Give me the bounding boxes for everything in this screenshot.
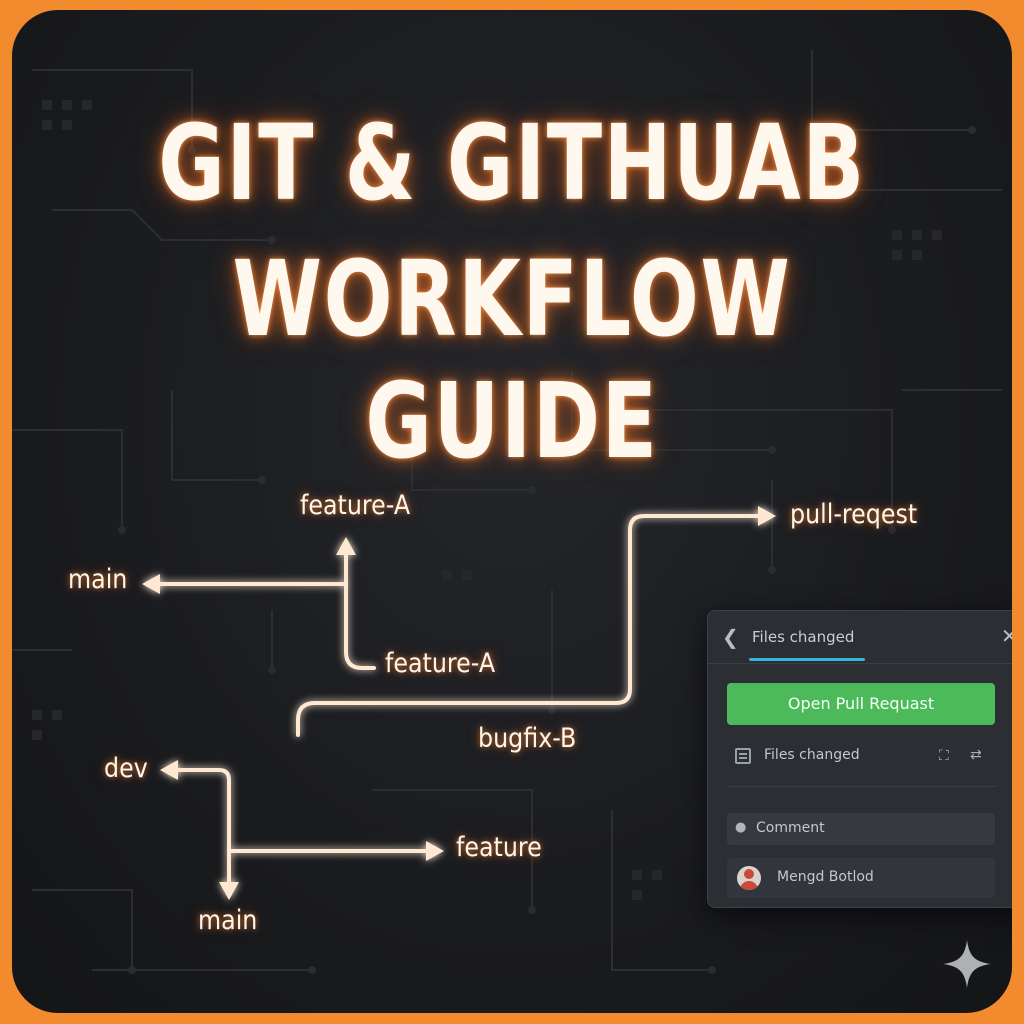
branch-label-feature-a-top: feature-A [300,490,411,521]
branch-label-main-bottom: main [198,905,258,936]
sparkle-icon [943,940,991,988]
tab-files-changed[interactable]: Files changed [752,628,855,646]
bugfix-pr-line [296,514,766,737]
reviewer-name: Mengd Botlod [777,869,874,885]
pull-request-panel: ❮ Files changed ✕ Open Pull Requast File… [707,610,1012,908]
feature-a-vertical-line [344,553,376,670]
dev-branch-line [170,768,231,888]
expand-icon[interactable]: ⛶ [939,748,949,764]
branch-label-bugfix-b: bugfix-B [478,723,577,754]
chevron-left-icon[interactable]: ❮ [722,625,739,649]
active-tab-indicator [749,658,865,661]
branch-label-feature: feature [456,832,542,863]
title-line-2: WORKFLOW GUIDE [232,238,792,482]
branch-diagram [142,506,776,900]
files-changed-row[interactable]: Files changed ⛶ ⇄ [727,743,995,771]
file-list-icon [735,748,751,764]
arrow-right-icon [426,841,444,861]
open-pull-request-button[interactable]: Open Pull Requast [727,683,995,725]
branch-label-main-top: main [68,564,128,595]
avatar [737,866,761,890]
arrow-left-icon [160,760,178,780]
branch-label-pull-request: pull-reqest [790,499,918,530]
arrow-right-icon [758,506,776,526]
share-icon[interactable]: ⇄ [970,747,982,763]
branch-label-dev: dev [104,753,148,784]
header-divider [708,663,1012,664]
arrow-down-icon [219,882,239,900]
arrow-left-icon [142,574,160,594]
branch-label-feature-a-mid: feature-A [385,648,496,679]
title-line-1: GIT & GITHUAB [158,102,866,224]
reviewer-row[interactable]: Mengd Botlod [727,858,995,898]
comment-label: Comment [756,820,825,836]
files-changed-label: Files changed [764,747,860,763]
panel-header: ❮ Files changed ✕ [708,611,1012,663]
section-divider [727,786,997,787]
poster-frame: GIT & GITHUAB WORKFLOW GUIDE feature-A m… [12,10,1012,1013]
comment-field[interactable]: ● Comment [727,813,995,845]
circuit-background [12,50,1002,974]
close-icon[interactable]: ✕ [1001,624,1012,648]
comment-icon: ● [735,820,747,835]
arrow-up-icon [336,537,356,555]
